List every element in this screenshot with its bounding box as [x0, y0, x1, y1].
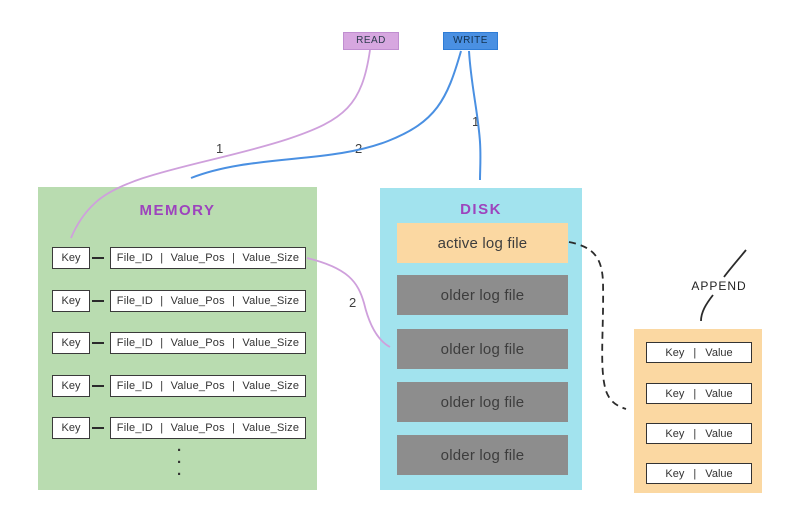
memory-value-box: File_ID | Value_Pos | Value_Size [110, 290, 306, 312]
memory-key-box: Key [52, 375, 90, 397]
memory-title: MEMORY [139, 202, 216, 219]
write-step-1-label: 1 [470, 114, 482, 129]
memory-panel: MEMORY Key File_ID | Value_Pos | Value_S… [38, 187, 317, 490]
active-log-file-box: active log file [397, 223, 568, 263]
read-tag: READ [343, 32, 399, 50]
disk-title: DISK [460, 201, 502, 218]
older-log-file-box: older log file [397, 329, 568, 369]
older-log-file-box: older log file [397, 435, 568, 475]
memory-key-box: Key [52, 290, 90, 312]
append-arrow-upper [723, 249, 747, 278]
memory-key-box: Key [52, 332, 90, 354]
ellipsis-dot: · [177, 454, 182, 471]
memory-value-box: File_ID | Value_Pos | Value_Size [110, 247, 306, 269]
write-step-2-label: 2 [353, 141, 365, 156]
append-key-value-row: Key | Value [646, 383, 752, 404]
memory-value-box: File_ID | Value_Pos | Value_Size [110, 417, 306, 439]
disk-panel: DISK active log file older log file olde… [380, 188, 582, 490]
older-log-file-box: older log file [397, 275, 568, 315]
memory-ellipsis: · · · [177, 442, 182, 483]
older-log-file-box: older log file [397, 382, 568, 422]
write-tag: WRITE [443, 32, 498, 50]
memory-value-box: File_ID | Value_Pos | Value_Size [110, 375, 306, 397]
read-step-1-label: 1 [214, 141, 226, 156]
append-label: APPEND [691, 279, 747, 293]
append-key-value-row: Key | Value [646, 423, 752, 444]
memory-key-box: Key [52, 247, 90, 269]
memory-key-box: Key [52, 417, 90, 439]
ellipsis-dot: · [177, 442, 182, 459]
append-key-value-row: Key | Value [646, 342, 752, 363]
lookup-step-2-label: 2 [347, 295, 359, 310]
write-to-memory-arrow [190, 50, 462, 179]
ellipsis-dot: · [177, 466, 182, 483]
memory-value-box: File_ID | Value_Pos | Value_Size [110, 332, 306, 354]
append-key-value-row: Key | Value [646, 463, 752, 484]
append-arrow-lower [700, 294, 714, 322]
append-log-table: Key | Value Key | Value Key | Value Key … [634, 329, 762, 493]
